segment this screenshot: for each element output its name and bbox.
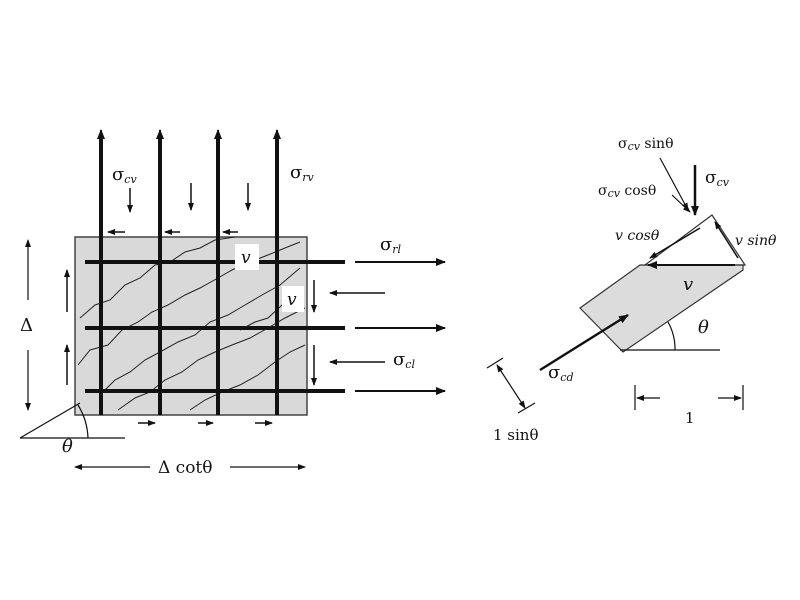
one-label: 1 bbox=[685, 409, 695, 427]
delta-label: Δ bbox=[20, 315, 33, 336]
one-sin-theta-dimension bbox=[486, 357, 536, 414]
v-right-label: v bbox=[287, 290, 297, 310]
theta-angle-lines bbox=[19, 402, 125, 439]
v-top-label: v bbox=[241, 248, 251, 268]
concrete-vertical-compression-arrows bbox=[127, 183, 251, 213]
theta-arc bbox=[667, 321, 676, 351]
concrete-horizontal-compression-arrows bbox=[329, 290, 385, 365]
v-sin-label: v sinθ bbox=[735, 233, 777, 249]
v-label: v bbox=[683, 274, 693, 295]
v-cos-arrow bbox=[649, 227, 701, 259]
theta-right-label: θ bbox=[698, 317, 709, 338]
v-top-box bbox=[235, 244, 259, 270]
v-cos-label: v cosθ bbox=[615, 228, 660, 244]
vertical-rebars bbox=[99, 137, 279, 415]
horizontal-rebar-arrows bbox=[355, 258, 446, 395]
sigma-cv-cos-arrow bbox=[671, 194, 691, 213]
sigma-cv-right-label: σcv bbox=[705, 168, 730, 189]
sigma-cv-label: σcv bbox=[112, 164, 137, 186]
sigma-cd-arrow bbox=[539, 313, 629, 372]
sigma-cv-sin-label: σcv sinθ bbox=[618, 136, 674, 153]
concrete-element: v v σcv σrv σrl σcl Δ θ Δ cotθ bbox=[19, 129, 446, 478]
sigma-cl-label: σcl bbox=[393, 349, 415, 371]
diagonal-element: σcv sinθ σcv cosθ σcv v cosθ v sinθ v θ … bbox=[486, 136, 777, 444]
sigma-cd-label: σcd bbox=[548, 362, 574, 384]
sigma-cv-sin-arrow bbox=[659, 157, 689, 211]
theta-label: θ bbox=[62, 436, 73, 457]
sigma-rv-label: σrv bbox=[290, 162, 315, 184]
v-right-box bbox=[282, 286, 304, 312]
v-sin-arrow bbox=[714, 221, 739, 259]
one-dimension bbox=[634, 385, 744, 410]
diagonal-strut-block bbox=[579, 264, 744, 353]
one-sin-theta-label: 1 sinθ bbox=[493, 426, 539, 444]
sigma-rl-label: σrl bbox=[380, 234, 402, 256]
vertical-rebar-arrows bbox=[97, 129, 281, 165]
delta-cot-theta-label: Δ cotθ bbox=[158, 458, 213, 478]
horizontal-rebars bbox=[85, 260, 345, 393]
sigma-cv-cos-label: σcv cosθ bbox=[598, 183, 656, 200]
force-triangle bbox=[643, 214, 747, 266]
